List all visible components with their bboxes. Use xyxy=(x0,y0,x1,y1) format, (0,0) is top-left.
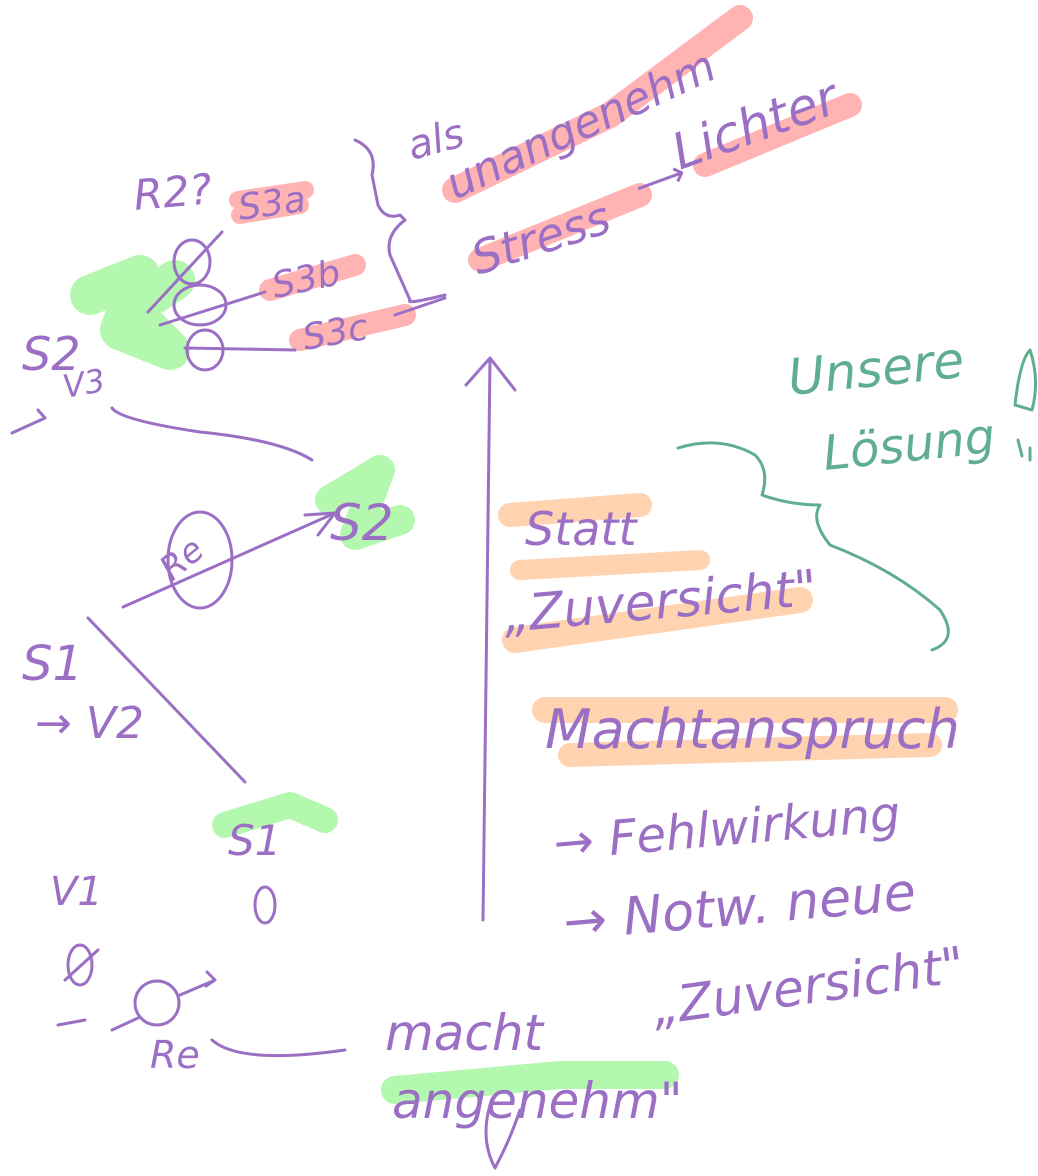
highlight-s2-upper xyxy=(70,255,195,370)
purple-ink xyxy=(10,138,522,1170)
arrow-re-lower xyxy=(178,970,217,997)
highlight-zuversicht xyxy=(502,587,813,653)
label-s2-upper: S2 xyxy=(22,327,80,381)
highlight-statt-2 xyxy=(510,550,710,580)
label-zuversicht-2: „Zuversicht" xyxy=(649,936,968,1037)
text-labels: R2? S3a S3b S3c als unangenehm Stress ⟶ … xyxy=(22,41,968,1130)
label-angenehm: angenehm" xyxy=(392,1072,683,1130)
highlight-s3b xyxy=(259,254,366,301)
link-4-re xyxy=(110,1016,140,1032)
label-notw-neue: → Notw. neue xyxy=(561,862,918,953)
label-s2-node: S2 xyxy=(330,494,394,552)
top-right-slashed-circle xyxy=(253,885,277,925)
v1-slashed-circle xyxy=(66,943,94,987)
label-s3c: S3c xyxy=(299,307,371,359)
label-s3a: S3a xyxy=(236,179,309,229)
highlight-s3a xyxy=(229,181,314,224)
green-highlights xyxy=(70,255,679,1104)
label-macht: macht xyxy=(385,1004,546,1062)
label-v3: V3 xyxy=(60,361,108,406)
red-highlights xyxy=(229,5,862,351)
small-arrow-left xyxy=(10,408,47,435)
diagonal-s1 xyxy=(86,616,247,784)
label-stress: Stress xyxy=(465,190,617,285)
brace-unsere-loesung xyxy=(676,441,950,652)
curve-s2-connection xyxy=(110,406,314,462)
rocket-icon xyxy=(1013,348,1037,462)
label-fehlwirkung: → Fehlwirkung xyxy=(551,786,902,872)
bottom-curve-down xyxy=(484,1103,522,1170)
big-vertical-arrow xyxy=(464,356,517,922)
line-to-s3c xyxy=(183,346,297,352)
v1-slash xyxy=(63,948,100,982)
v1-stroke xyxy=(56,1018,87,1027)
label-v2: → V2 xyxy=(35,698,144,749)
slashed-circle-1 xyxy=(172,238,212,286)
label-loesung: Lösung xyxy=(820,408,997,482)
green-text-labels: Unsere Lösung xyxy=(785,331,998,482)
label-machtanspruch: Machtanspruch xyxy=(545,698,960,761)
highlight-lichter xyxy=(693,93,862,177)
brace-s3 xyxy=(353,138,447,304)
highlight-machtanspruch-2 xyxy=(558,733,942,767)
label-statt: Statt xyxy=(525,502,638,556)
highlight-angenehm xyxy=(381,1061,679,1104)
highlight-unangenehm xyxy=(442,5,753,203)
highlight-s2-node xyxy=(315,455,415,550)
label-v1: V1 xyxy=(50,869,103,915)
label-s1-node: S1 xyxy=(228,816,281,865)
line-to-s3b xyxy=(158,290,267,327)
slash-1 xyxy=(146,230,224,314)
label-r2: R2? xyxy=(132,164,214,220)
label-unsere: Unsere xyxy=(785,331,967,407)
highlight-s3c xyxy=(289,304,416,351)
highlight-statt xyxy=(498,493,652,527)
orange-highlights xyxy=(498,493,958,767)
label-s1-upper: S1 xyxy=(22,636,83,692)
curve-bottom xyxy=(210,1038,347,1058)
label-re-circle: Re xyxy=(152,530,212,589)
line-s3c-brace xyxy=(393,296,447,317)
green-ink xyxy=(676,348,1037,652)
label-s3b: S3b xyxy=(268,252,344,306)
highlight-stress xyxy=(468,183,652,272)
re-lower-circle xyxy=(133,979,181,1027)
label-re-lower: Re xyxy=(150,1033,200,1077)
arrow-re-to-s2 xyxy=(121,511,337,609)
highlight-s1-node xyxy=(212,792,338,838)
